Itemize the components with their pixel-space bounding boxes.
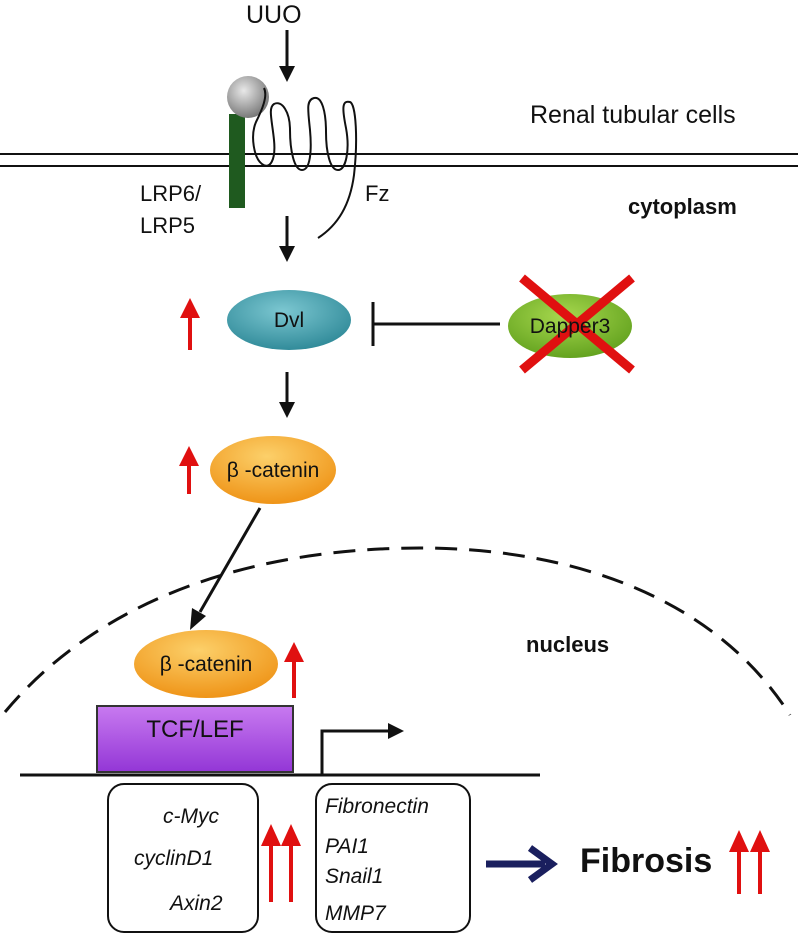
- lrp5-label: LRP5: [140, 213, 196, 238]
- tcf-lef-label: TCF/LEF: [146, 716, 244, 743]
- gene-right-4: MMP7: [325, 902, 386, 925]
- cytoplasm-label: cytoplasm: [628, 194, 737, 219]
- beta-catenin-nucleus-label: β -catenin: [159, 653, 253, 676]
- up-arrow-dvl: [180, 298, 200, 350]
- transcription-start-arrow: [320, 723, 404, 775]
- gene-right-1: Fibronectin: [325, 795, 429, 818]
- gene-left-1: c-Myc: [163, 805, 219, 828]
- fz-label: Fz: [365, 181, 390, 206]
- uuo-label: UUO: [246, 1, 302, 29]
- gene-box-left: [107, 783, 259, 933]
- beta-catenin-cytoplasm: [210, 436, 336, 504]
- up-arrow-catenin: [179, 446, 199, 494]
- nucleus-label: nucleus: [526, 632, 610, 657]
- tcf-lef-box: [96, 705, 294, 773]
- double-up-arrow-fibrosis: [729, 830, 770, 894]
- cell-membrane: [0, 153, 798, 167]
- dvl-label: Dvl: [273, 309, 305, 332]
- cell-type-label: Renal tubular cells: [530, 101, 736, 129]
- lrp6-label: LRP6/: [140, 181, 202, 206]
- dapper3-label: Dapper3: [529, 315, 611, 338]
- dvl-node: [227, 290, 351, 350]
- gene-right-3: Snail1: [325, 865, 384, 888]
- frizzled-receptor: [252, 87, 358, 239]
- up-arrow-nuclear-catenin: [284, 642, 304, 698]
- double-up-arrow-genes: [261, 824, 301, 902]
- beta-catenin-nucleus: [134, 630, 278, 698]
- gene-left-2: cyclinD1: [134, 847, 214, 870]
- nuclear-envelope: [3, 546, 792, 716]
- gene-left-3: Axin2: [170, 892, 223, 915]
- lrp-receptor: [227, 76, 269, 208]
- translocation-arrow: [190, 507, 262, 630]
- knockout-cross: [519, 274, 635, 374]
- uuo-arrow: [279, 30, 295, 82]
- inhibition-bar: [371, 302, 500, 346]
- ligand-ball: [227, 76, 269, 118]
- fibrosis-label: Fibrosis: [580, 842, 713, 880]
- gene-right-2: PAI1: [325, 835, 369, 858]
- arrow-to-catenin: [279, 372, 295, 418]
- beta-catenin-cytoplasm-label: β -catenin: [226, 459, 320, 482]
- gene-box-right: [315, 783, 471, 933]
- fibrosis-arrow: [486, 845, 558, 883]
- arrow-to-dvl: [279, 216, 295, 262]
